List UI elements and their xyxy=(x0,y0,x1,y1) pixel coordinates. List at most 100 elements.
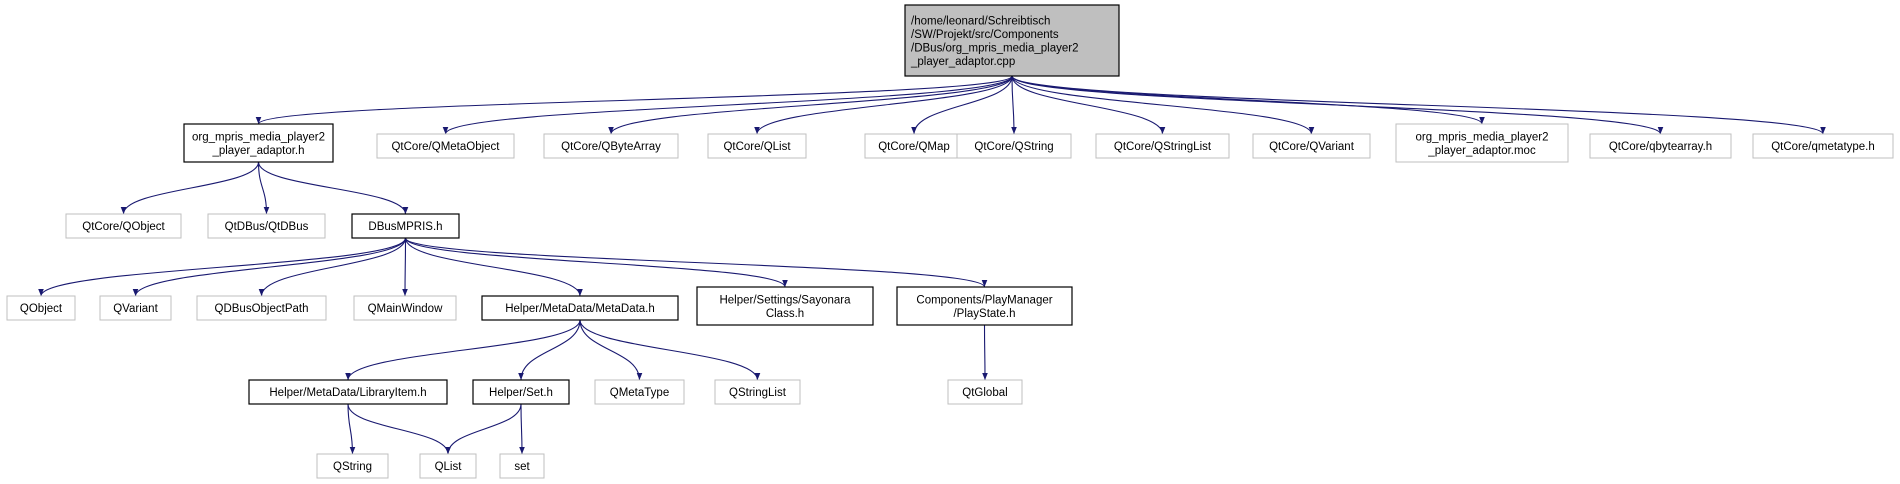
node-label: /PlayState.h xyxy=(953,308,1015,320)
node-box xyxy=(481,295,679,321)
node-label: QStringList xyxy=(729,387,787,399)
edge-dbusmpris_h-to-qvariant xyxy=(132,237,407,297)
node-label: QtDBus/QtDBus xyxy=(225,221,309,233)
node-label: QtCore/QStringList xyxy=(1114,141,1212,153)
edge-root-to-qtcore_qvariant xyxy=(1011,75,1315,135)
node-label: QtCore/QObject xyxy=(82,221,165,233)
node-box xyxy=(947,379,1023,405)
node-label: DBusMPRIS.h xyxy=(368,221,442,233)
node-label: QtCore/qbytearray.h xyxy=(1609,141,1712,153)
edges-layer xyxy=(38,75,1826,455)
edge-set_h-to-set xyxy=(519,403,525,455)
node-box xyxy=(65,213,182,239)
node-box xyxy=(956,133,1072,159)
node-qtdbus-qtdbus: QtDBus/QtDBus xyxy=(207,213,326,239)
edge-dbusmpris_h-to-playstate_h xyxy=(404,237,988,288)
node-qtcore-qmetaobject: QtCore/QMetaObject xyxy=(376,133,515,159)
node-label: Class.h xyxy=(766,308,804,320)
edge-adaptor_h-to-qtcore_qobject xyxy=(120,161,260,215)
nodes-layer: /home/leonard/Schreibtisch/SW/Projekt/sr… xyxy=(6,4,1894,479)
node-qtcore-qstring: QtCore/QString xyxy=(956,133,1072,159)
node-box xyxy=(248,379,448,405)
edge-root-to-qtcore_qbytearray xyxy=(608,75,1013,135)
edge-root-to-adaptor_moc xyxy=(1011,75,1485,125)
node-box xyxy=(196,295,327,321)
node-label: org_mpris_media_player2 xyxy=(1416,131,1549,143)
node-label: /SW/Projekt/src/Components xyxy=(911,29,1059,41)
node-label: QMainWindow xyxy=(368,303,443,315)
node-box xyxy=(351,213,460,239)
node-label: Helper/MetaData/MetaData.h xyxy=(505,303,655,315)
node-label: org_mpris_media_player2 xyxy=(192,131,325,143)
node-box xyxy=(6,295,76,321)
node-label: QVariant xyxy=(113,303,158,315)
node-box xyxy=(1589,133,1732,159)
edge-dbusmpris_h-to-qdbusobjectpath xyxy=(258,237,407,297)
node-set-h[interactable]: Helper/Set.h xyxy=(472,379,570,405)
node-qtcore-qobject: QtCore/QObject xyxy=(65,213,182,239)
node-label: Helper/Settings/Sayonara xyxy=(719,294,851,306)
node-label: QDBusObjectPath xyxy=(215,303,309,315)
node-label: QMetaType xyxy=(610,387,669,399)
node-adaptor-h[interactable]: org_mpris_media_player2 _player_adaptor.h xyxy=(183,123,334,163)
node-qlist: QList xyxy=(419,453,477,479)
node-box xyxy=(594,379,685,405)
node-box xyxy=(904,4,1120,77)
node-box xyxy=(864,133,964,159)
node-label: _player_adaptor.cpp xyxy=(910,56,1015,68)
node-dbusmpris-h[interactable]: DBusMPRIS.h xyxy=(351,213,460,239)
edge-set_h-to-qlist xyxy=(445,403,522,455)
node-libraryitem-h[interactable]: Helper/MetaData/LibraryItem.h xyxy=(248,379,448,405)
edge-root-to-qtcore_qmetaobject xyxy=(442,75,1013,135)
node-box xyxy=(896,286,1073,326)
node-label: QObject xyxy=(20,303,63,315)
node-label: Helper/MetaData/LibraryItem.h xyxy=(269,387,426,399)
edge-dbusmpris_h-to-metadata_h xyxy=(404,237,583,297)
node-box xyxy=(1752,133,1894,159)
edge-metadata_h-to-qstringlist xyxy=(579,319,761,381)
node-metadata-h[interactable]: Helper/MetaData/MetaData.h xyxy=(481,295,679,321)
edge-adaptor_h-to-dbusmpris_h xyxy=(257,161,409,215)
node-box xyxy=(543,133,679,159)
node-box xyxy=(316,453,389,479)
node-box xyxy=(183,123,334,163)
node-set: set xyxy=(499,453,545,479)
node-label: QtCore/QMetaObject xyxy=(391,141,500,153)
node-label: set xyxy=(514,461,530,473)
node-qtglobal: QtGlobal xyxy=(947,379,1023,405)
node-root[interactable]: /home/leonard/Schreibtisch/SW/Projekt/sr… xyxy=(904,4,1120,77)
node-box xyxy=(499,453,545,479)
node-label: QtCore/qmetatype.h xyxy=(1771,141,1875,153)
edge-dbusmpris_h-to-qmainwindow xyxy=(402,237,408,297)
edge-libraryitem_h-to-qstring xyxy=(347,403,356,455)
node-playstate-h[interactable]: Components/PlayManager/PlayState.h xyxy=(896,286,1073,326)
node-box xyxy=(376,133,515,159)
edge-dbusmpris_h-to-sayonara_class_h xyxy=(404,237,788,288)
node-label: QtGlobal xyxy=(962,387,1007,399)
node-label: Components/PlayManager xyxy=(916,294,1052,306)
node-label: _player_adaptor.h xyxy=(211,145,304,157)
node-box xyxy=(472,379,570,405)
node-label: Helper/Set.h xyxy=(489,387,553,399)
node-qstringlist: QStringList xyxy=(714,379,801,405)
node-qmetatype: QMetaType xyxy=(594,379,685,405)
node-qtcore-qmetatype-h: QtCore/qmetatype.h xyxy=(1752,133,1894,159)
node-label: QtCore/QMap xyxy=(878,141,950,153)
edge-metadata_h-to-libraryitem_h xyxy=(345,319,581,381)
edge-root-to-qtcore_qmetatype_h xyxy=(1011,75,1826,135)
node-adaptor-moc: org_mpris_media_player2_player_adaptor.m… xyxy=(1395,123,1569,163)
edge-metadata_h-to-qmetatype xyxy=(579,319,643,381)
node-qtcore-qstringlist: QtCore/QStringList xyxy=(1095,133,1230,159)
node-label: QtCore/QVariant xyxy=(1269,141,1355,153)
edge-root-to-qtcore_qstringlist xyxy=(1011,75,1166,135)
node-label: /DBus/org_mpris_media_player2 xyxy=(911,42,1078,54)
edge-root-to-adaptor_h xyxy=(255,75,1013,125)
edge-adaptor_h-to-qtdbus_qtdbus xyxy=(257,161,270,215)
node-label: QString xyxy=(333,461,372,473)
node-box xyxy=(1095,133,1230,159)
edge-root-to-qtcore_qstring xyxy=(1011,75,1017,135)
node-qtcore-qbytearray: QtCore/QByteArray xyxy=(543,133,679,159)
node-qtcore-qmap: QtCore/QMap xyxy=(864,133,964,159)
